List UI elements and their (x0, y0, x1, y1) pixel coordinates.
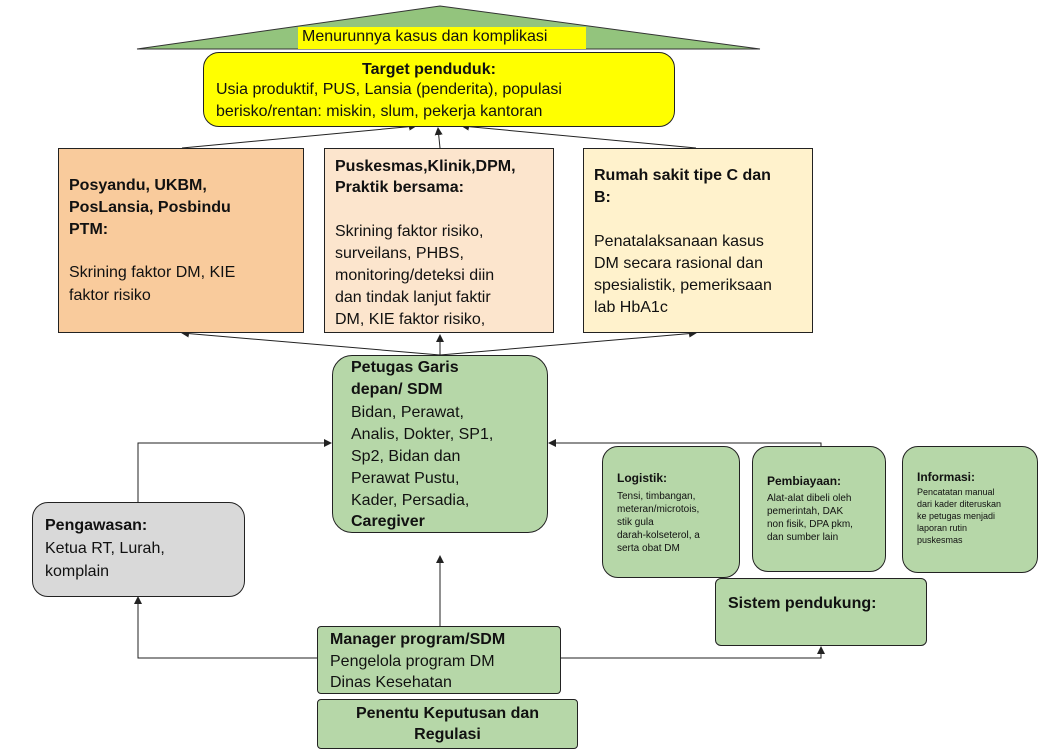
sistem-pendukung-box: Sistem pendukung: (715, 578, 927, 646)
petugas-body-1: Bidan, Perawat, (351, 404, 464, 421)
pengawasan-title: Pengawasan: (45, 517, 148, 534)
rs-body-1: Penatalaksanaan kasus (594, 233, 764, 250)
arrow-puskesmas-target (434, 127, 443, 149)
logistik-body-4: darah-kolseterol, a (617, 530, 700, 541)
informasi-body-2: dari kader diteruskan (917, 499, 1002, 509)
pengawasan-body-2: komplain (45, 563, 110, 580)
informasi-title: Informasi: (917, 470, 976, 484)
logistik-body-2: meteran/microtois, (617, 504, 700, 515)
posyandu-title-3: PTM: (69, 221, 109, 238)
target-title: Target penduduk: (362, 61, 496, 78)
logistik-body-5: serta obat DM (617, 543, 680, 554)
arrow-posyandu-target (181, 122, 417, 149)
informasi-body-3: ke petugas menjadi (917, 511, 996, 521)
puskesmas-body-1: Skrining faktor risiko, (335, 223, 484, 240)
informasi-body-4: laporan rutin (917, 523, 968, 533)
posyandu-body-2: faktor risiko (69, 287, 151, 304)
sistem-title: Sistem pendukung: (728, 595, 877, 612)
pembiayaan-body-4: dan sumber lain (767, 532, 839, 543)
pembiayaan-body-1: Alat-alat dibeli oleh (767, 493, 852, 504)
penentu-line-2: Regulasi (414, 726, 481, 743)
petugas-body-2: Analis, Dokter, SP1, (351, 426, 494, 443)
manager-title: Manager program/SDM (330, 631, 506, 648)
target-box: Target penduduk: Usia produktif, PUS, La… (203, 52, 675, 127)
puskesmas-title-2: Praktik bersama: (335, 179, 464, 196)
arrow-manager-pengawasan (134, 596, 317, 659)
petugas-title-1: Petugas Garis (351, 359, 459, 376)
puskesmas-body-3: monitoring/deteksi diin (335, 267, 495, 284)
posyandu-box: Posyandu, UKBM, PosLansia, Posbindu PTM:… (58, 148, 304, 333)
logistik-body-1: Tensi, timbangan, (617, 491, 696, 502)
arrow-petugas-posyandu (181, 329, 441, 356)
penentu-box: Penentu Keputusan dan Regulasi (317, 699, 578, 749)
rumah-sakit-box: Rumah sakit tipe C dan B: Penatalaksanaa… (583, 148, 813, 333)
arrow-petugas-rs (439, 329, 697, 356)
informasi-body-5: puskesmas (917, 535, 963, 545)
manager-body-1: Pengelola program DM (330, 653, 495, 670)
posyandu-title-1: Posyandu, UKBM, (69, 177, 207, 194)
petugas-caregiver: Caregiver (351, 513, 425, 530)
petugas-title-2: depan/ SDM (351, 381, 443, 398)
arrow-rs-target (461, 122, 697, 149)
logistik-title: Logistik: (617, 471, 667, 485)
logistik-box: Logistik: Tensi, timbangan, meteran/micr… (602, 446, 740, 578)
outcome-label: Menurunnya kasus dan komplikasi (302, 28, 548, 45)
posyandu-body-1: Skrining faktor DM, KIE (69, 264, 236, 281)
pengawasan-body-1: Ketua RT, Lurah, (45, 540, 165, 557)
puskesmas-body-2: surveilans, PHBS, (335, 245, 464, 262)
rs-body-2: DM secara rasional dan (594, 255, 763, 272)
target-line-2: berisko/rentan: miskin, slum, pekerja ka… (216, 103, 543, 120)
informasi-body-1: Pencatatan manual (917, 487, 995, 497)
rs-title-1: Rumah sakit tipe C dan (594, 167, 771, 184)
petugas-body-3: Sp2, Bidan dan (351, 448, 461, 465)
pembiayaan-body-3: non fisik, DPA pkm, (767, 519, 853, 530)
petugas-body-4: Perawat Pustu, (351, 470, 460, 487)
puskesmas-body-4: dan tindak lanjut faktir (335, 289, 491, 306)
arrow-manager-sistem (561, 646, 825, 659)
pembiayaan-body-2: pemerintah, DAK (767, 506, 844, 517)
rs-body-4: lab HbA1c (594, 299, 668, 316)
puskesmas-body-5: DM, KIE faktor risiko, (335, 311, 486, 328)
rs-title-2: B: (594, 189, 611, 206)
rs-body-3: spesialistik, pemeriksaan (594, 277, 772, 294)
pengawasan-box: Pengawasan: Ketua RT, Lurah, komplain (32, 502, 245, 597)
puskesmas-box: Puskesmas,Klinik,DPM, Praktik bersama: S… (324, 148, 554, 333)
petugas-box: Petugas Garis depan/ SDM Bidan, Perawat,… (332, 355, 548, 533)
pembiayaan-title: Pembiayaan: (767, 474, 842, 488)
petugas-body-5: Kader, Persadia, (351, 492, 470, 509)
pembiayaan-box: Pembiayaan: Alat-alat dibeli oleh pemeri… (752, 446, 886, 572)
posyandu-title-2: PosLansia, Posbindu (69, 199, 231, 216)
arrow-pengawasan-petugas (137, 439, 332, 502)
informasi-box: Informasi: Pencatatan manual dari kader … (902, 446, 1038, 573)
logistik-body-3: stik gula (617, 517, 654, 528)
puskesmas-title-1: Puskesmas,Klinik,DPM, (335, 158, 516, 175)
outcome-banner: Menurunnya kasus dan komplikasi (298, 27, 586, 49)
manager-body-2: Dinas Kesehatan (330, 674, 452, 691)
penentu-line-1: Penentu Keputusan dan (355, 705, 540, 722)
target-line-1: Usia produktif, PUS, Lansia (penderita),… (216, 81, 562, 98)
manager-box: Manager program/SDM Pengelola program DM… (317, 626, 561, 694)
